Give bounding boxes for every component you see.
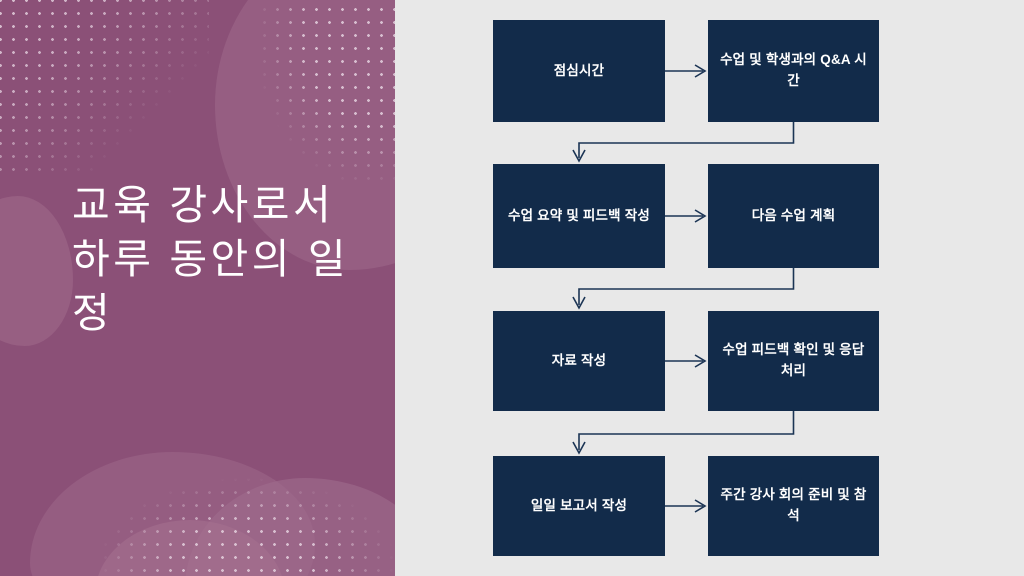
arrow-step2-to-step3 [572, 122, 795, 163]
flow-node-step-5[interactable]: 자료 작성 [493, 311, 665, 411]
flow-node-step-3[interactable]: 수업 요약 및 피드백 작성 [493, 164, 665, 268]
title-panel: 교육 강사로서 하루 동안의 일정 [0, 0, 395, 576]
flowchart: 점심시간 수업 및 학생과의 Q&A 시간 수업 요약 및 피드백 작성 다음 … [395, 0, 1024, 576]
arrow-step6-to-step7 [572, 411, 795, 455]
flow-node-step-1[interactable]: 점심시간 [493, 20, 665, 122]
flow-node-step-8[interactable]: 주간 강사 회의 준비 및 참석 [708, 456, 879, 556]
flow-node-step-2[interactable]: 수업 및 학생과의 Q&A 시간 [708, 20, 879, 122]
arrow-step3-to-step4 [665, 209, 707, 223]
flow-node-step-7[interactable]: 일일 보고서 작성 [493, 456, 665, 556]
arrow-step4-to-step5 [572, 268, 795, 310]
arrow-step7-to-step8 [665, 499, 707, 513]
arrow-step5-to-step6 [665, 354, 707, 368]
flow-node-step-4[interactable]: 다음 수업 계획 [708, 164, 879, 268]
dot-pattern-top-left [0, 0, 209, 174]
flow-node-step-6[interactable]: 수업 피드백 확인 및 응답 처리 [708, 311, 879, 411]
page-title: 교육 강사로서 하루 동안의 일정 [72, 182, 350, 337]
dot-pattern-top-right [232, 0, 395, 215]
decorative-blob-left [0, 196, 73, 346]
arrow-step1-to-step2 [665, 64, 707, 78]
dot-pattern-bottom [60, 460, 395, 576]
